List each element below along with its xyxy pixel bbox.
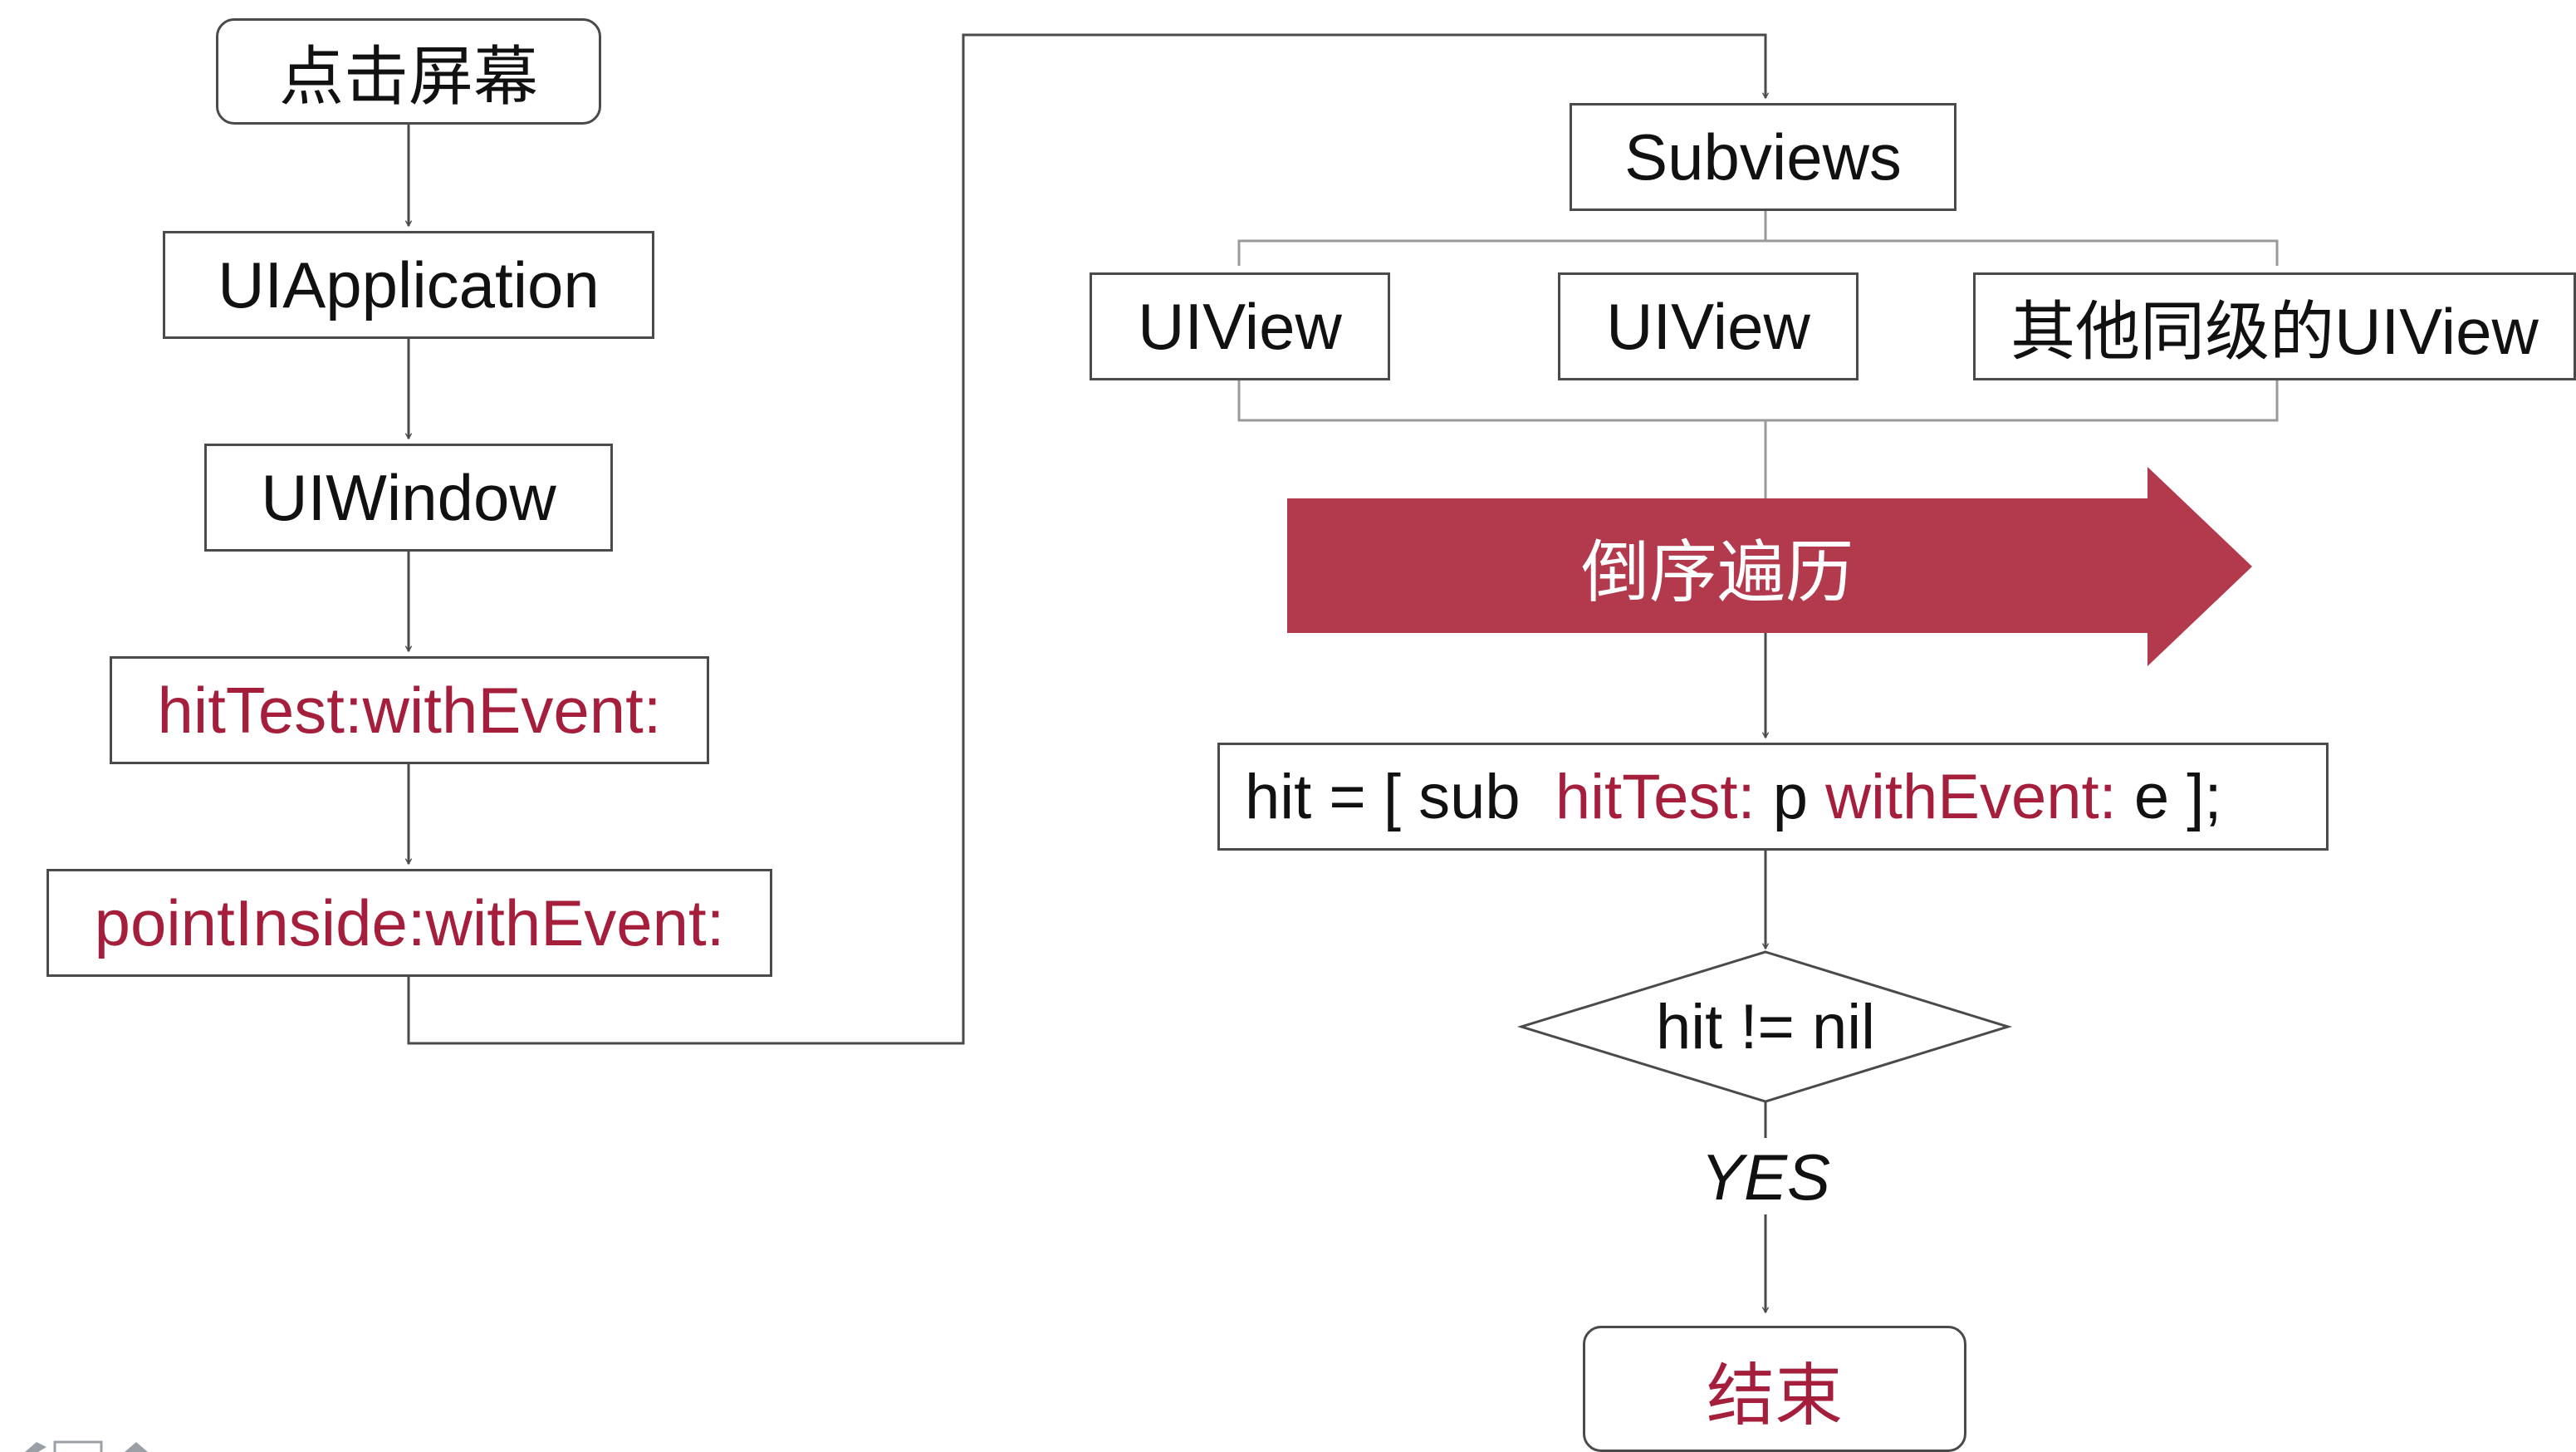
start-label: 点击屏幕	[278, 40, 538, 113]
toolbar-forward-icon	[125, 1442, 148, 1452]
yes-text: YES	[1700, 1140, 1831, 1214]
uiapplication-label: UIApplication	[218, 248, 600, 321]
uiview-label-1: UIView	[1138, 289, 1342, 363]
reverse-traversal-label: 倒序遍历	[1287, 498, 2147, 633]
reverse-traversal-arrow	[1287, 467, 2252, 666]
hit-statement-prefix: hit = [ sub	[1245, 761, 1555, 832]
uiview-node-1: UIView	[1090, 272, 1390, 380]
subviews-bottom-bracket	[1237, 379, 2279, 422]
uiview-siblings-node: 其他同级的UIView	[1973, 272, 2576, 380]
toolbar-back-icon	[25, 1442, 47, 1452]
yes-label: YES	[1641, 1140, 1890, 1214]
pointinside-label: pointInside:withEvent:	[94, 885, 725, 959]
hit-statement-suffix: e ];	[2116, 761, 2222, 832]
subviews-label: Subviews	[1624, 120, 1902, 194]
hittest-node: hitTest:withEvent:	[110, 656, 709, 764]
uiview-siblings-label: 其他同级的UIView	[2010, 295, 2539, 368]
uiwindow-label: UIWindow	[261, 460, 556, 534]
hit-statement-node: hit = [ sub hitTest: p withEvent: e ];	[1217, 743, 2329, 851]
toolbar-slide-icon	[53, 1440, 103, 1452]
start-node: 点击屏幕	[216, 18, 601, 125]
reverse-traversal-text: 倒序遍历	[1580, 534, 1854, 611]
connector-pointinside-to-subviews	[407, 33, 1770, 1045]
pointinside-node: pointInside:withEvent:	[47, 869, 772, 977]
hit-statement-hittest: hitTest:	[1555, 761, 1756, 832]
subviews-node: Subviews	[1570, 103, 1956, 211]
end-label: 结束	[1706, 1357, 1843, 1434]
uiapplication-node: UIApplication	[163, 231, 654, 339]
hittest-label: hitTest:withEvent:	[157, 673, 662, 747]
subviews-top-bracket	[1237, 239, 2279, 266]
uiview-node-2: UIView	[1558, 272, 1859, 380]
decision-label: hit != nil	[1578, 985, 1953, 1068]
hit-statement-arg: p	[1755, 761, 1826, 832]
end-node: 结束	[1583, 1326, 1966, 1452]
decision-text: hit != nil	[1655, 991, 1876, 1062]
uiwindow-node: UIWindow	[204, 444, 613, 552]
hit-statement-withevent: withEvent:	[1825, 761, 2117, 832]
uiview-label-2: UIView	[1606, 289, 1810, 363]
